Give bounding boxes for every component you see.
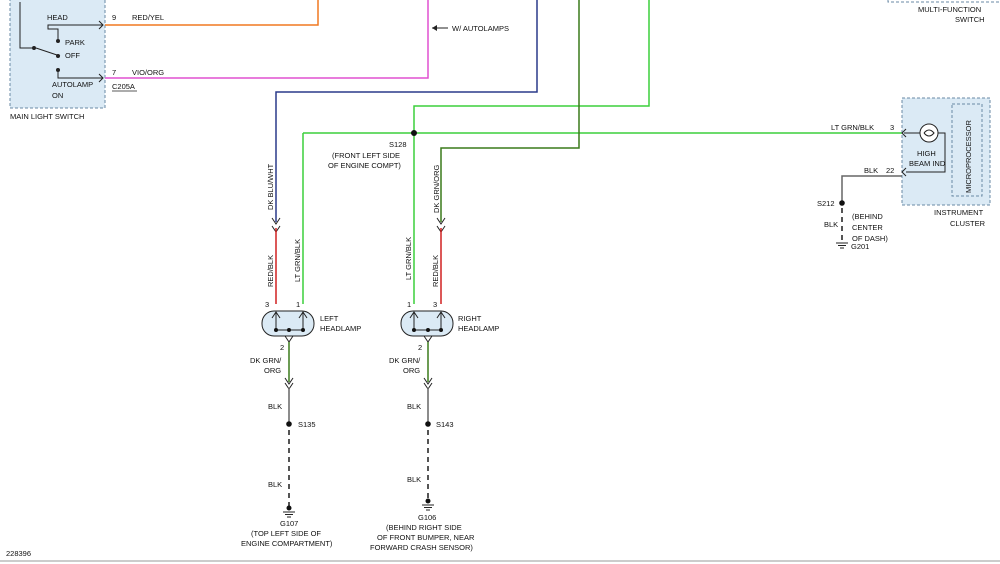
right-headlamp-circuit: LT GRN/BLK RED/BLK 1 3 RIGHT HEADLAMP 2 … <box>370 225 499 552</box>
splice-s128-loc-2: OF ENGINE COMPT) <box>328 161 401 170</box>
high-beam-ind-label-1: HIGH <box>917 149 936 158</box>
left-headlamp-body <box>261 310 315 337</box>
cluster-pin-3: 3 <box>890 123 894 132</box>
left-headlamp-label-1: LEFT <box>320 314 339 323</box>
right-headlamp-body <box>400 310 454 337</box>
microprocessor-label: MICROPROCESSOR <box>964 119 973 193</box>
right-gnd-wire-2: ORG <box>403 366 420 375</box>
wire-blk-cluster <box>841 175 902 202</box>
cluster-blk-label: BLK <box>824 220 838 229</box>
ground-g106-loc-3: FORWARD CRASH SENSOR) <box>370 543 473 552</box>
left-headlamp-circuit: RED/BLK LT GRN/BLK 3 1 LEFT HEADLAMP 2 D… <box>241 225 361 548</box>
ground-g107-loc-2: ENGINE COMPARTMENT) <box>241 539 333 548</box>
label-dk-grn-org-right-upper: DK GRN/ORG <box>432 164 441 213</box>
wire-dk-blu-wht <box>275 0 538 222</box>
pin-9-label: 9 <box>112 13 116 22</box>
wire-dk-grn-org-top <box>440 0 580 222</box>
microprocessor-box <box>951 103 983 197</box>
left-blk-1: BLK <box>268 402 282 411</box>
splice-s143-dot <box>425 421 431 427</box>
wire-red-yel-label: RED/YEL <box>132 13 164 22</box>
right-headlamp-label-1: RIGHT <box>458 314 482 323</box>
wire-vio-org <box>105 0 429 79</box>
splice-s212-dot <box>839 200 845 206</box>
splice-s212-label: S212 <box>817 199 835 208</box>
main-light-switch-label: MAIN LIGHT SWITCH <box>10 112 84 121</box>
ground-g201-symbol <box>836 242 848 249</box>
left-headlamp-label-2: HEADLAMP <box>320 324 361 333</box>
pin-7-label: 7 <box>112 68 116 77</box>
instrument-cluster-label-2: CLUSTER <box>950 219 986 228</box>
splice-s128-label: S128 <box>389 140 407 149</box>
cluster-ground-note-3: OF DASH) <box>852 234 888 243</box>
main-light-switch-box <box>9 0 106 109</box>
main-light-switch: HEAD PARK OFF AUTOLAMP ON MAIN LIGHT SWI… <box>9 0 106 121</box>
splice-s143-label: S143 <box>436 420 454 429</box>
cluster-ground-note-2: CENTER <box>852 223 883 232</box>
multi-function-switch: MULTI-FUNCTION SWITCH <box>887 0 1000 24</box>
label-red-blk-right: RED/BLK <box>431 255 440 287</box>
right-headlamp-label-2: HEADLAMP <box>458 324 499 333</box>
left-blk-2: BLK <box>268 480 282 489</box>
splice-s135-label: S135 <box>298 420 316 429</box>
label-dk-blu-wht: DK BLU/WHT <box>266 163 275 210</box>
splice-s135-dot <box>286 421 292 427</box>
wire-red-yel <box>105 0 319 26</box>
switch-off-label: OFF <box>65 51 80 60</box>
right-gnd-wire-1: DK GRN/ <box>389 356 421 365</box>
ground-g107-label: G107 <box>280 519 298 528</box>
wire-lt-grn-blk-top <box>413 0 650 133</box>
label-red-blk-left: RED/BLK <box>266 255 275 287</box>
high-beam-indicator-icon <box>919 123 939 143</box>
switch-head-label: HEAD <box>47 13 68 22</box>
cluster-ground-note-1: (BEHIND <box>852 212 883 221</box>
splice-s128-dot <box>411 130 417 136</box>
label-lt-grn-blk-left: LT GRN/BLK <box>293 239 302 282</box>
instrument-cluster-box <box>901 97 991 206</box>
wire-vio-org-label: VIO/ORG <box>132 68 164 77</box>
right-pin-3: 3 <box>433 300 437 309</box>
ground-g107-symbol <box>283 511 295 518</box>
switch-on-label: ON <box>52 91 63 100</box>
left-pin-3: 3 <box>265 300 269 309</box>
instrument-cluster-label-1: INSTRUMENT <box>934 208 984 217</box>
instrument-cluster: MICROPROCESSOR LT GRN/BLK 3 HIGH BEAM IN… <box>817 97 991 251</box>
right-pin-1: 1 <box>407 300 411 309</box>
ground-g201-label: G201 <box>851 242 869 251</box>
mfs-label-line2: SWITCH <box>955 15 985 24</box>
w-autolamps-note: W/ AUTOLAMPS <box>452 24 509 33</box>
right-blk-1: BLK <box>407 402 421 411</box>
ground-g106-label: G106 <box>418 513 436 522</box>
right-blk-2: BLK <box>407 475 421 484</box>
cluster-pin-22: 22 <box>886 166 894 175</box>
cluster-wire-22-label: BLK <box>864 166 878 175</box>
ground-g106-loc-2: OF FRONT BUMPER, NEAR <box>377 533 475 542</box>
cluster-wire-3-label: LT GRN/BLK <box>831 123 874 132</box>
mfs-label-line1: MULTI-FUNCTION <box>918 5 981 14</box>
splice-s128-loc-1: (FRONT LEFT SIDE <box>332 151 400 160</box>
label-lt-grn-blk-right: LT GRN/BLK <box>404 237 413 280</box>
right-pin-2: 2 <box>418 343 422 352</box>
left-gnd-wire-2: ORG <box>264 366 281 375</box>
left-pin-1: 1 <box>296 300 300 309</box>
left-gnd-wire-1: DK GRN/ <box>250 356 282 365</box>
ground-g106-symbol <box>422 504 434 511</box>
switch-autolamp-label: AUTOLAMP <box>52 80 93 89</box>
switch-contacts <box>19 2 104 83</box>
connector-c205a-label: C205A <box>112 82 135 91</box>
connector-chevron <box>271 217 281 225</box>
high-beam-ind-label-2: BEAM IND <box>909 159 946 168</box>
left-pin-2: 2 <box>280 343 284 352</box>
switch-park-label: PARK <box>65 38 85 47</box>
ground-g106-loc-1: (BEHIND RIGHT SIDE <box>386 523 462 532</box>
figure-id: 228396 <box>6 549 31 558</box>
ground-g107-loc-1: (TOP LEFT SIDE OF <box>251 529 321 538</box>
